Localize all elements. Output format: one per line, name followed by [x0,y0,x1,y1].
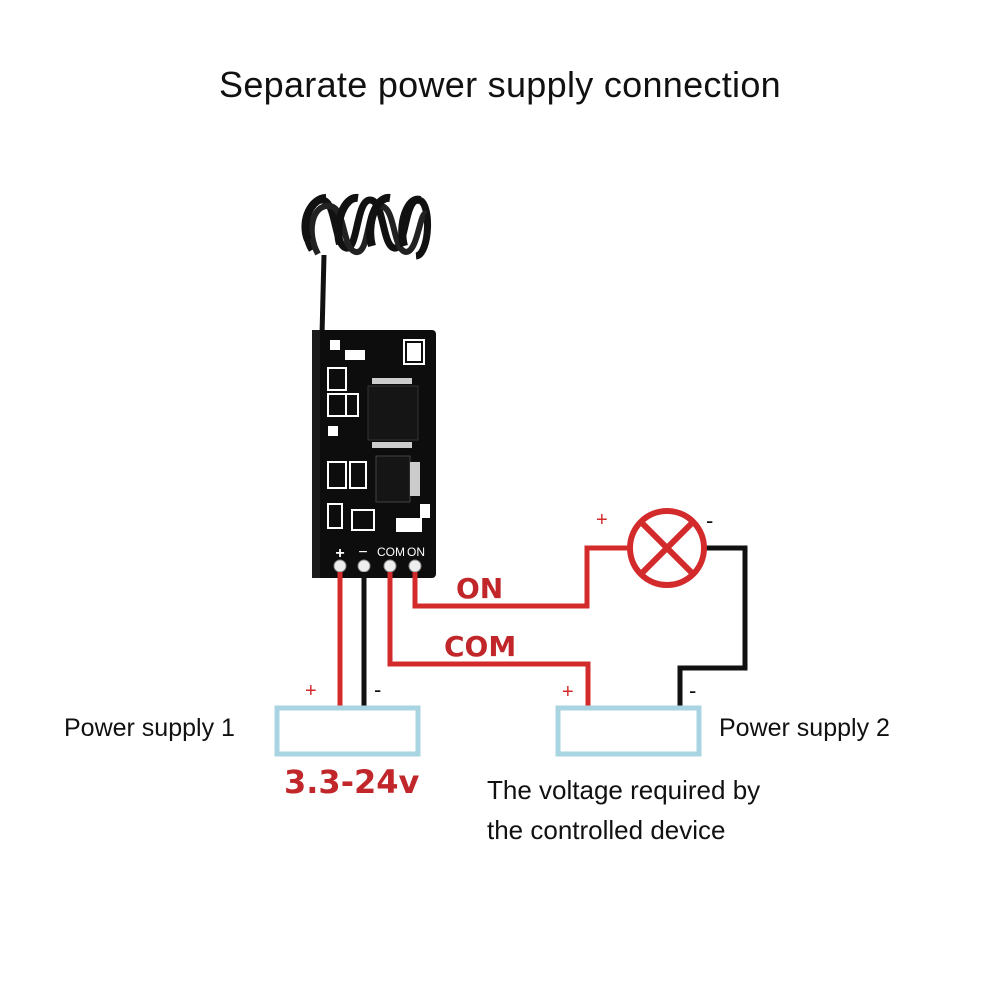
ps2-plus-sign: + [562,681,574,703]
pin-com-pad [383,559,397,573]
power-supply-2-label: Power supply 2 [719,714,890,742]
ps1-plus-sign: + [305,680,317,702]
power-supply-1-box [274,705,421,757]
power-supply-2-box [555,705,702,757]
pin-label-on: ON [407,545,425,559]
wire-ps2-minus [677,545,748,708]
power-supply-1-label: Power supply 1 [64,714,235,742]
pin-minus-pad [357,559,371,573]
pin-plus-pad [333,559,347,573]
diagram-title: Separate power supply connection [219,64,781,105]
lamp-minus-sign: - [706,508,713,533]
power-supply-2-note: The voltage required by the controlled d… [487,770,760,850]
power-supply-2-note-line-2: the controlled device [487,815,726,845]
wire-label-on: ON [456,572,503,605]
lamp-plus-sign: + [596,509,608,531]
lamp-icon [627,508,707,588]
wire-com [387,572,591,708]
receiver-module: + − COM ON [312,330,436,578]
antenna-coil [301,194,431,336]
pin-label-plus: + [335,545,344,562]
wire-label-com: COM [444,630,516,663]
ps2-minus-sign: - [689,678,696,703]
ic-chip [367,385,419,441]
wire-on [412,545,630,609]
pin-label-com: COM [377,545,405,559]
power-supply-2-note-line-1: The voltage required by [487,775,761,805]
pin-label-minus: − [358,544,367,561]
power-supply-1-voltage: 3.3-24v [284,763,420,801]
pin-on-pad [408,559,422,573]
ps1-minus-sign: - [374,677,381,702]
